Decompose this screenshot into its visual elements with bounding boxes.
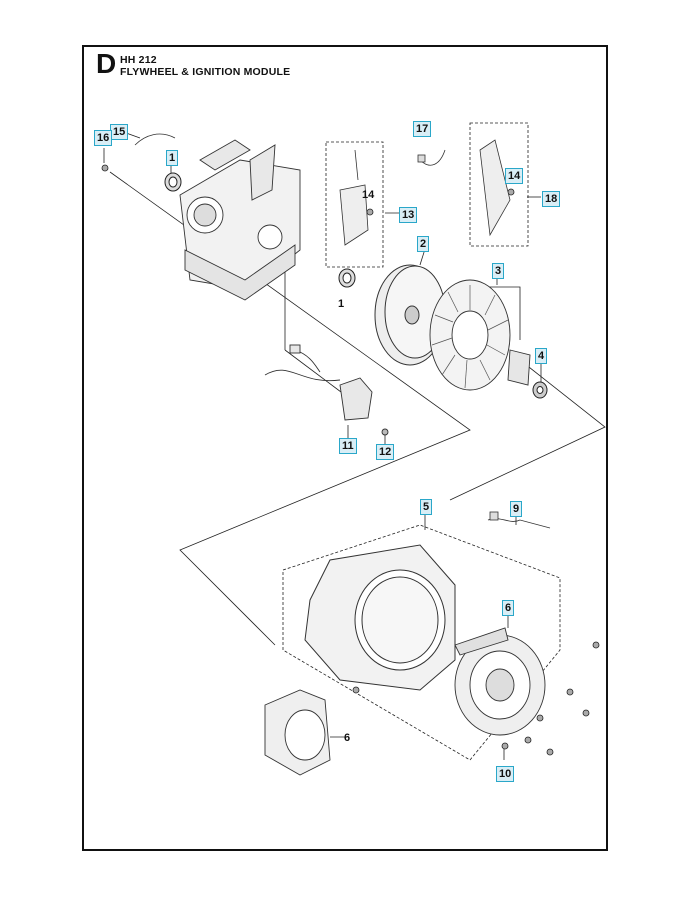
section-letter: D: [96, 48, 117, 79]
callout-16-screw: 16: [94, 130, 113, 146]
cooling-fan-drawing: [429, 279, 531, 391]
callout-6-recoil-starter: 6: [502, 600, 515, 616]
callout-6-starter-cover: 6: [344, 732, 351, 744]
group-box-13: [325, 141, 384, 268]
callout-3-fan: 3: [492, 263, 505, 279]
callout-17-sensor: 17: [413, 121, 432, 137]
callout-4-nut: 4: [535, 348, 548, 364]
callout-14-screw-right: 14: [505, 168, 524, 184]
callout-1-seal-bottom: 1: [338, 298, 345, 310]
callout-2-flywheel: 2: [417, 236, 430, 252]
model-label: HH 212: [120, 54, 157, 66]
assembly-guide-line-2: [449, 359, 606, 501]
callout-10-bolt: 10: [496, 766, 515, 782]
callout-13-bracket: 13: [399, 207, 418, 223]
engine-block-drawing: [179, 139, 301, 301]
starter-cover-drawing: [264, 689, 331, 776]
callout-14-screw-left: 14: [362, 189, 375, 201]
callout-11-ignition-module: 11: [339, 438, 357, 454]
oil-seal-drawing: [164, 172, 356, 288]
callout-1-seal-top: 1: [166, 150, 179, 166]
nut-drawing: [532, 381, 548, 399]
assembly-guide-line: [109, 171, 471, 646]
callout-15-switch: 15: [110, 124, 129, 140]
blower-housing-drawing: [304, 544, 456, 691]
group-box-18: [469, 122, 529, 247]
ignition-module-drawing: [264, 344, 389, 436]
group-box-5: [282, 524, 561, 761]
callout-5-blower-housing: 5: [420, 499, 433, 515]
bolts-drawing: [101, 164, 600, 756]
small-parts-drawing: [134, 133, 551, 529]
diagram-frame: [82, 45, 608, 851]
recoil-starter-drawing: [454, 627, 546, 736]
callout-9-wire: 9: [510, 501, 523, 517]
diagram-title: FLYWHEEL & IGNITION MODULE: [120, 66, 291, 78]
callout-12-screw: 12: [376, 444, 395, 460]
callout-18-lever-assembly: 18: [542, 191, 561, 207]
